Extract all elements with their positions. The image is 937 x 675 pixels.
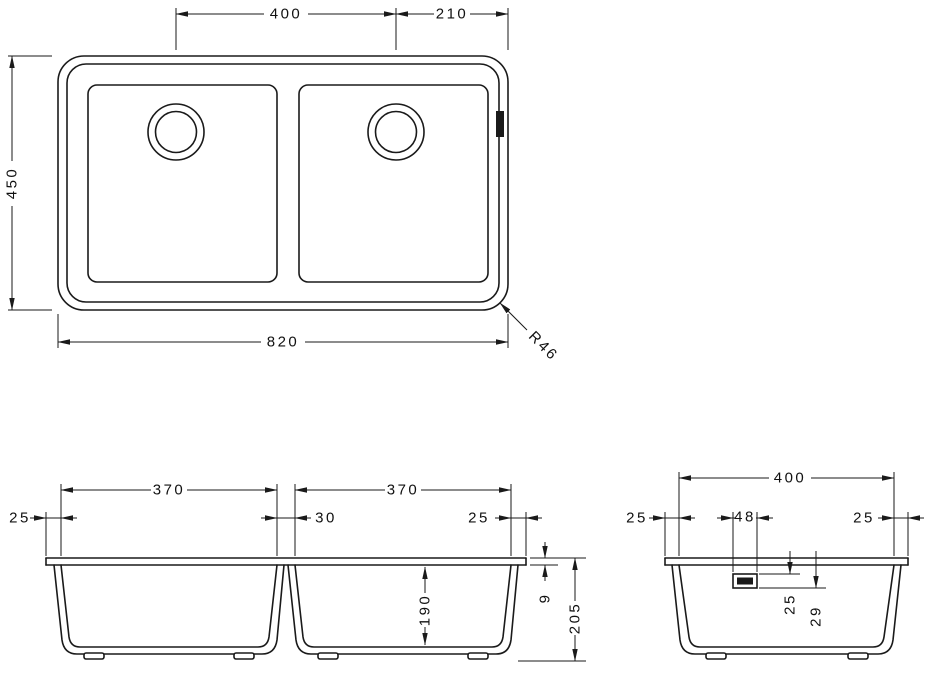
front-right-bowl-interior <box>294 564 512 648</box>
dim-divider-width: 30 <box>261 510 337 527</box>
dim-label-9: 9 <box>537 593 554 604</box>
left-drain-outer-circle <box>147 103 205 161</box>
side-bowl-interior <box>678 564 895 648</box>
dim-side-right-overhang: 25 <box>853 510 924 527</box>
dim-label-25-front-right: 25 <box>468 510 490 527</box>
right-drain-inner-circle <box>374 110 418 154</box>
dim-label-400-side: 400 <box>774 470 807 487</box>
dim-drain-spacing: 400 <box>175 6 397 50</box>
dim-drain-to-edge: 210 <box>395 6 509 50</box>
bowl-pad <box>705 652 727 660</box>
dim-label-450: 450 <box>4 167 21 200</box>
dim-overall-width: 820 <box>57 314 509 351</box>
dim-label-400-top: 400 <box>270 6 303 23</box>
dim-label-25-side-right: 25 <box>853 510 875 527</box>
edge-mounting-mark <box>496 111 504 137</box>
dim-label-48: 48 <box>734 509 756 526</box>
dim-label-25-side-left: 25 <box>626 510 648 527</box>
dim-side-left-overhang: 25 <box>626 510 695 527</box>
top-view <box>57 55 509 311</box>
dim-label-r46: R46 <box>525 328 562 365</box>
dim-drain-offsets: 25 29 <box>759 551 826 627</box>
front-left-bowl-exterior <box>53 564 285 655</box>
side-section-view <box>664 557 909 660</box>
bowl-pad <box>847 652 869 660</box>
dim-label-205: 205 <box>567 602 584 635</box>
dim-drain-width: 48 <box>717 509 773 526</box>
bowl-pad <box>83 652 105 660</box>
front-right-bowl-exterior <box>287 564 519 655</box>
dim-right-bowl-width: 370 <box>294 482 512 499</box>
dim-overall-section-depth: 205 <box>518 557 586 662</box>
bowl-pad <box>317 652 339 660</box>
dim-label-370-right: 370 <box>387 482 420 499</box>
sink-outer-edge <box>57 55 509 311</box>
dim-corner-radius: R46 <box>499 302 562 365</box>
left-bowl-outline <box>87 84 278 283</box>
bowl-pad <box>233 652 255 660</box>
drain-outlet-detail <box>737 577 753 585</box>
right-drain-outer-circle <box>367 103 425 161</box>
dim-front-right-overhang: 25 <box>468 510 542 527</box>
dim-label-210: 210 <box>436 6 469 23</box>
dim-rim-thickness: 9 <box>530 542 586 603</box>
dim-left-bowl-width: 370 <box>60 482 278 499</box>
front-left-bowl-interior <box>60 564 278 648</box>
dim-front-left-overhang: 25 <box>9 510 77 527</box>
front-section-extension-lines <box>45 484 527 556</box>
dim-label-820: 820 <box>267 334 300 351</box>
dim-label-25-front-left: 25 <box>9 510 31 527</box>
dim-label-29: 29 <box>808 605 825 627</box>
dim-label-25-drain: 25 <box>782 593 799 615</box>
side-bowl-exterior <box>671 564 902 655</box>
sink-rim-inner-edge <box>66 63 500 303</box>
dim-label-370-left: 370 <box>153 482 186 499</box>
dim-bowl-depth: 190 <box>417 566 434 646</box>
left-drain-inner-circle <box>154 110 198 154</box>
dim-overall-depth: 450 <box>4 55 52 311</box>
dim-side-bowl-length: 400 <box>678 470 895 487</box>
dim-label-190: 190 <box>417 594 434 627</box>
bowl-pad <box>467 652 489 660</box>
front-section-view <box>45 557 527 660</box>
right-bowl-outline <box>298 84 489 283</box>
dim-label-30: 30 <box>315 510 337 527</box>
